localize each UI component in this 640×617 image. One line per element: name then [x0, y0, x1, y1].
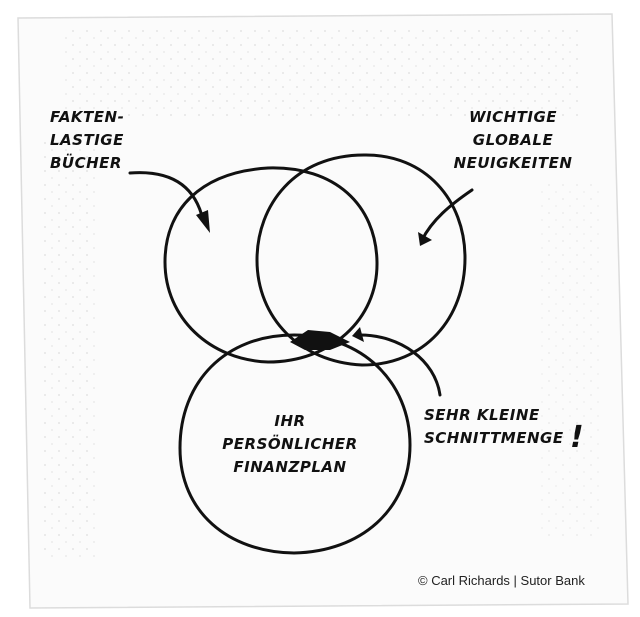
label-line: SCHNITTMENGE: [424, 429, 564, 447]
label-persoenlicher-finanzplan: IHR PERSÖNLICHER FINANZPLAN: [190, 410, 390, 479]
arrowhead-bottom: [352, 327, 364, 342]
exclamation-mark: !: [570, 420, 584, 455]
copyright-notice: © Carl Richards | Sutor Bank: [418, 573, 585, 588]
label-line: LASTIGE: [50, 131, 124, 149]
label-line: GLOBALE: [472, 131, 554, 149]
label-line: BÜCHER: [50, 154, 122, 172]
label-line: NEUIGKEITEN: [453, 154, 573, 172]
arrowhead-right: [418, 232, 432, 246]
arrow-left: [128, 171, 205, 222]
intersection-mark: [290, 330, 350, 350]
label-line: SEHR KLEINE: [424, 406, 540, 424]
label-line: WICHTIGE: [468, 108, 558, 126]
label-sehr-kleine-schnittmenge: SEHR KLEINE SCHNITTMENGE: [424, 404, 564, 450]
label-wichtige-globale-neuigkeiten: WICHTIGE GLOBALE NEUIGKEITEN: [438, 106, 588, 175]
label-line: FAKTEN-: [50, 108, 125, 126]
arrowhead-left: [196, 210, 210, 233]
circle-fakten: [163, 166, 379, 364]
arrow-bottom: [358, 333, 442, 397]
arrow-right: [420, 188, 474, 242]
label-line: IHR: [274, 412, 306, 430]
circle-neuigkeiten: [255, 153, 467, 367]
label-line: PERSÖNLICHER: [222, 435, 358, 453]
label-fakten-lastige-buecher: FAKTEN- LASTIGE BÜCHER: [50, 106, 124, 175]
circle-finanzplan: [178, 333, 412, 555]
label-line: FINANZPLAN: [233, 458, 347, 476]
napkin-paper: [17, 13, 629, 609]
